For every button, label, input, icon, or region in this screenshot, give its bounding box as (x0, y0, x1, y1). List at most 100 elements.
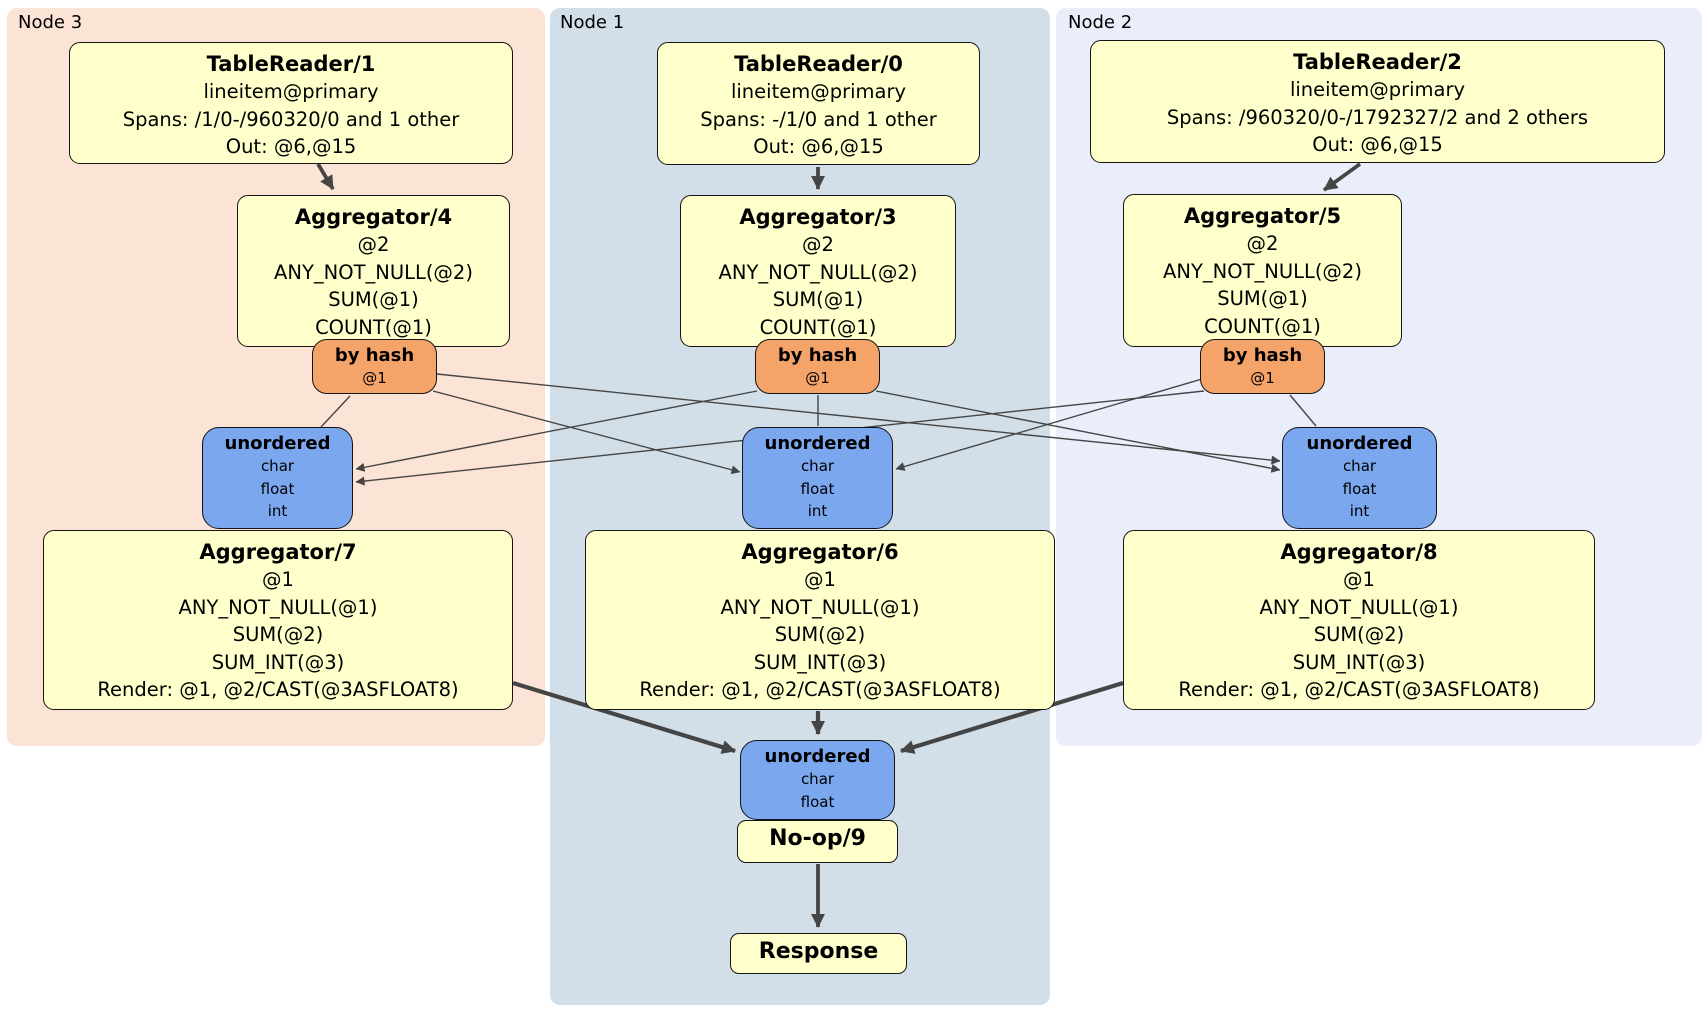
aggregator-4-title: Aggregator/4 (294, 205, 453, 229)
aggregator-7-fn3: SUM_INT(@3) (211, 650, 345, 674)
response-title: Response (758, 939, 879, 964)
aggregator-4-fn1: ANY_NOT_NULL(@2) (274, 260, 473, 284)
aggregator-8-box: Aggregator/8 @1 ANY_NOT_NULL(@1) SUM(@2)… (1123, 530, 1595, 710)
aggregator-5-fn2: SUM(@1) (1217, 287, 1308, 310)
hash-router-node3-key: @1 (362, 369, 387, 387)
aggregator-3-fn1: ANY_NOT_NULL(@2) (718, 260, 918, 284)
final-sync-box: unordered char float (740, 740, 895, 820)
hash-router-node2-title: by hash (1222, 345, 1303, 366)
table-reader-0-title: TableReader/0 (734, 52, 903, 76)
sync-node3-col2: float (260, 479, 295, 498)
aggregator-8-fn1: ANY_NOT_NULL(@1) (1259, 595, 1459, 619)
aggregator-8-fn2: SUM(@2) (1313, 623, 1405, 646)
table-reader-1-title: TableReader/1 (206, 52, 376, 76)
aggregator-5-group: @2 (1246, 232, 1279, 255)
sync-node1-col2: float (800, 479, 835, 498)
sync-node2-title: unordered (1306, 433, 1413, 454)
aggregator-4-box: Aggregator/4 @2 ANY_NOT_NULL(@2) SUM(@1)… (237, 195, 510, 347)
sync-node3-col3: int (267, 502, 288, 520)
edge-tr1-agg4 (316, 163, 335, 190)
edge-agg8-finalsync (900, 680, 1124, 754)
hash-router-node1-title: by hash (777, 345, 858, 366)
noop-title: No-op/9 (769, 826, 866, 851)
hash-router-node3-box: by hash @1 (312, 339, 437, 394)
sync-node1-title: unordered (764, 433, 871, 454)
sync-node3-col1: char (260, 457, 295, 475)
aggregator-7-render: Render: @1, @2/CAST(@3ASFLOAT8) (97, 678, 459, 701)
table-reader-2-out: Out: @6,@15 (1312, 133, 1443, 156)
aggregator-5-title: Aggregator/5 (1183, 204, 1342, 228)
table-reader-0-box: TableReader/0 lineitem@primary Spans: -/… (657, 42, 980, 165)
sync-node2-col2: float (1342, 479, 1377, 498)
table-reader-2-index: lineitem@primary (1289, 78, 1466, 101)
aggregator-5-fn3: COUNT(@1) (1204, 314, 1321, 338)
aggregator-6-fn2: SUM(@2) (774, 623, 866, 646)
noop-box: No-op/9 (737, 820, 898, 863)
edge-routerL-syncL (320, 395, 351, 428)
sync-node1-col1: char (800, 457, 835, 475)
aggregator-5-fn1: ANY_NOT_NULL(@2) (1163, 259, 1362, 283)
aggregator-7-fn2: SUM(@2) (232, 623, 324, 646)
sync-node1-box: unordered char float int (742, 427, 893, 529)
hash-router-node3-title: by hash (334, 345, 415, 366)
aggregator-4-fn2: SUM(@1) (328, 288, 419, 311)
table-reader-0-index: lineitem@primary (730, 80, 907, 103)
aggregator-3-title: Aggregator/3 (739, 205, 897, 229)
table-reader-1-box: TableReader/1 lineitem@primary Spans: /1… (69, 42, 513, 164)
sync-node2-col3: int (1349, 502, 1370, 520)
sync-node1-col3: int (807, 502, 828, 520)
aggregator-8-render: Render: @1, @2/CAST(@3ASFLOAT8) (1178, 678, 1540, 701)
hash-router-node1-key: @1 (805, 369, 830, 387)
table-reader-2-title: TableReader/2 (1293, 50, 1462, 74)
node2-label: Node 2 (1068, 12, 1133, 33)
edge-routerC-syncL (355, 390, 758, 472)
response-box: Response (730, 933, 907, 974)
edge-routerR-syncC (895, 378, 1203, 471)
aggregator-3-fn3: COUNT(@1) (759, 315, 877, 339)
sync-node2-col1: char (1342, 457, 1377, 475)
hash-router-node2-box: by hash @1 (1200, 339, 1325, 394)
aggregator-7-fn1: ANY_NOT_NULL(@1) (178, 595, 378, 619)
aggregator-3-group: @2 (802, 233, 834, 256)
aggregator-4-group: @2 (357, 233, 390, 256)
hash-router-node1-box: by hash @1 (755, 339, 880, 394)
aggregator-7-title: Aggregator/7 (199, 540, 357, 564)
final-sync-col1: char (800, 770, 835, 788)
final-sync-col2: float (800, 792, 835, 811)
aggregator-4-fn3: COUNT(@1) (315, 315, 432, 339)
table-reader-2-spans: Spans: /960320/0-/1792327/2 and 2 others (1166, 105, 1589, 129)
sync-node3-title: unordered (224, 433, 331, 454)
aggregator-6-fn1: ANY_NOT_NULL(@1) (720, 595, 920, 619)
sync-node3-box: unordered char float int (202, 427, 353, 529)
aggregator-3-fn2: SUM(@1) (772, 288, 864, 311)
table-reader-0-out: Out: @6,@15 (753, 135, 884, 158)
aggregator-8-title: Aggregator/8 (1280, 540, 1438, 564)
edge-routerC-syncR (875, 390, 1281, 473)
aggregator-6-group: @1 (804, 568, 836, 591)
table-reader-1-spans: Spans: /1/0-/960320/0 and 1 other (122, 107, 460, 131)
aggregator-8-fn3: SUM_INT(@3) (1292, 650, 1426, 674)
edge-routerL-syncC (432, 390, 741, 475)
aggregator-6-box: Aggregator/6 @1 ANY_NOT_NULL(@1) SUM(@2)… (585, 530, 1055, 710)
table-reader-1-index: lineitem@primary (203, 80, 379, 103)
aggregator-6-title: Aggregator/6 (741, 540, 899, 564)
edge-routerR-syncR (1289, 394, 1317, 427)
node3-label: Node 3 (18, 12, 83, 33)
sync-node2-box: unordered char float int (1282, 427, 1437, 529)
edge-tr2-agg5 (1322, 162, 1362, 192)
aggregator-6-fn3: SUM_INT(@3) (753, 650, 887, 674)
table-reader-0-spans: Spans: -/1/0 and 1 other (700, 107, 937, 131)
edge-agg7-finalsync (512, 680, 736, 754)
aggregator-7-box: Aggregator/7 @1 ANY_NOT_NULL(@1) SUM(@2)… (43, 530, 513, 710)
aggregator-6-render: Render: @1, @2/CAST(@3ASFLOAT8) (639, 678, 1001, 701)
aggregator-8-group: @1 (1343, 568, 1375, 591)
aggregator-7-group: @1 (262, 568, 294, 591)
edge-routerL-syncR (436, 373, 1281, 465)
final-sync-title: unordered (764, 746, 871, 767)
table-reader-1-out: Out: @6,@15 (225, 135, 357, 158)
aggregator-3-box: Aggregator/3 @2 ANY_NOT_NULL(@2) SUM(@1)… (680, 195, 956, 347)
table-reader-2-box: TableReader/2 lineitem@primary Spans: /9… (1090, 40, 1665, 163)
hash-router-node2-key: @1 (1250, 369, 1275, 387)
